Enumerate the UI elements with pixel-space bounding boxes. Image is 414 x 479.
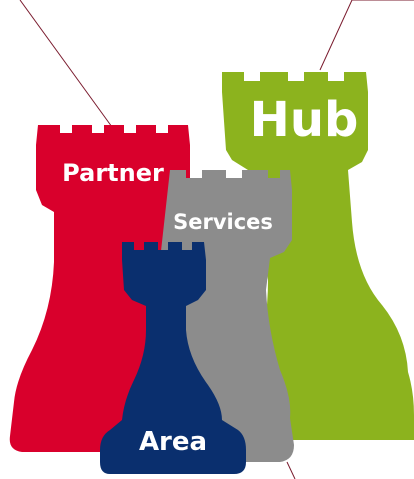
partner-label: Partner	[62, 159, 164, 187]
connector-partner	[19, 0, 113, 128]
area-label: Area	[139, 427, 207, 457]
connector-hub	[319, 0, 414, 71]
services-label: Services	[173, 210, 273, 234]
hub-label: Hub	[250, 92, 359, 148]
area-rook-body	[100, 242, 246, 474]
area-rook: Area	[100, 242, 246, 474]
connector-lines	[19, 0, 414, 479]
connector-services	[286, 461, 296, 479]
